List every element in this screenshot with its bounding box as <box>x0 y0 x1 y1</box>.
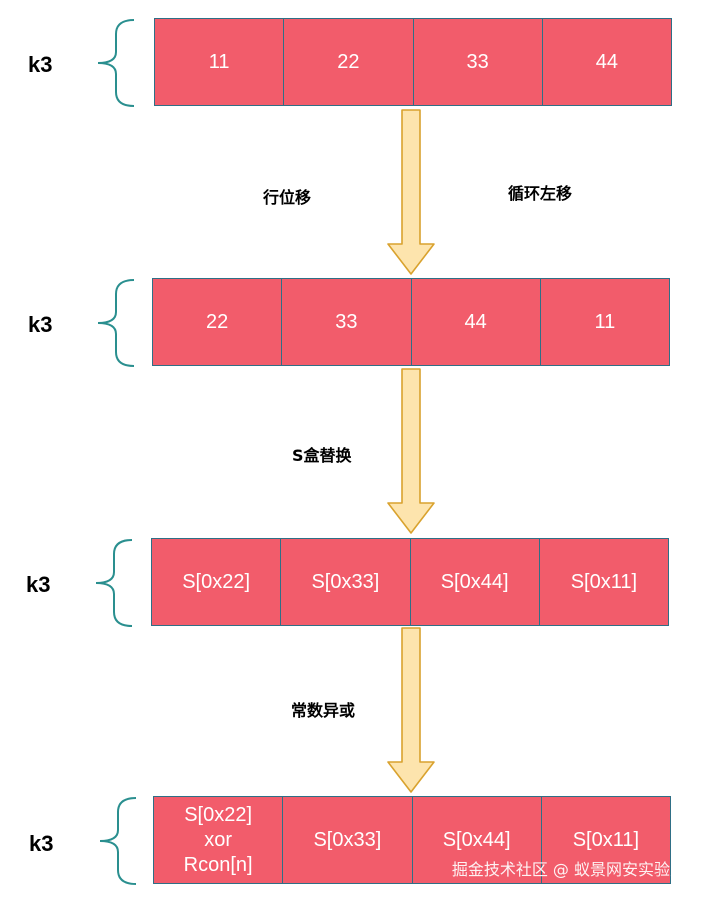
curly-brace-icon <box>99 797 137 885</box>
row-1-cell-4: 44 <box>595 50 618 73</box>
row-3-cells: S[0x22] S[0x33] S[0x44] S[0x11] <box>151 538 669 626</box>
step-label-cyclic-left-shift: 循环左移 <box>508 184 573 203</box>
row-4-cell-1: S[0x22] xor Rcon[n] <box>154 797 284 883</box>
row-1-cell-3: 33 <box>414 19 543 105</box>
row-4-cells: S[0x22] xor Rcon[n] S[0x33] S[0x44] S[0x… <box>153 796 671 884</box>
curly-brace-icon <box>95 539 133 627</box>
row-4-cell-2: S[0x33] <box>283 797 413 883</box>
row-1-cell-1: 11 <box>155 19 285 105</box>
row-2-cell-1: 22 <box>153 279 283 365</box>
row-1-cells: 11 22 33 44 <box>154 18 672 106</box>
down-arrow-1 <box>387 109 435 275</box>
row-2-cell-3: 44 <box>412 279 541 365</box>
curly-brace-icon <box>97 279 135 367</box>
step-label-constant-xor: 常数异或 <box>291 701 356 720</box>
down-arrow-2 <box>387 368 435 534</box>
row-1-label: k3 <box>28 52 53 77</box>
row-2-cells: 22 33 44 11 <box>152 278 670 366</box>
down-arrow-3 <box>387 627 435 793</box>
row-3-cell-2: S[0x33] <box>281 539 411 625</box>
watermark: 掘金技术社区 @ 蚁景网安实验室 <box>451 860 686 879</box>
row-2-label: k3 <box>28 312 53 337</box>
row-3-cell-4: S[0x11] <box>570 570 638 593</box>
row-3-label: k3 <box>26 572 51 597</box>
row-3-cell-1: S[0x22] <box>152 539 282 625</box>
row-4-label: k3 <box>29 831 54 856</box>
row-4-cell-3: S[0x44] <box>413 797 542 883</box>
row-1-cell-2: 22 <box>284 19 414 105</box>
row-4-cell-4: S[0x11] <box>572 828 640 851</box>
row-3-cell-3: S[0x44] <box>411 539 540 625</box>
row-2-cell-2: 33 <box>282 279 412 365</box>
step-label-sbox-substitution: S盒替换 <box>292 446 352 465</box>
row-2-cell-4: 11 <box>594 310 616 333</box>
curly-brace-icon <box>97 19 135 107</box>
step-label-row-shift: 行位移 <box>263 188 312 207</box>
